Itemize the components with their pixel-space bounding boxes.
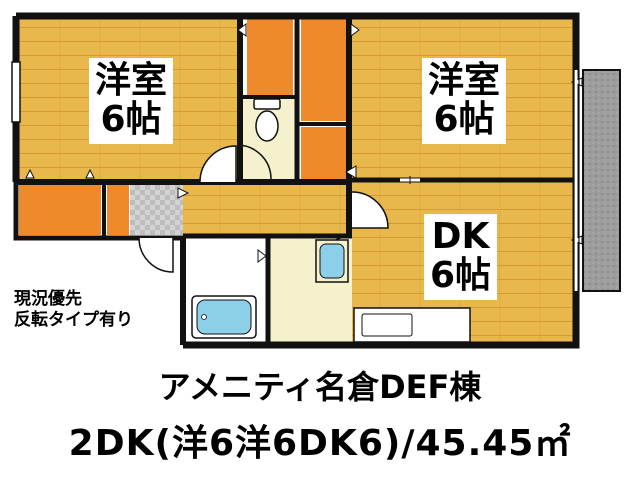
dk-door: [351, 191, 389, 229]
entrance-tile: [130, 185, 183, 235]
balcony: [582, 69, 621, 292]
closet-small: [107, 185, 129, 235]
toilet-fixture: [253, 98, 281, 142]
building-name: アメニティ名倉DEF棟: [158, 368, 482, 406]
west-window: [11, 61, 21, 123]
hallway-floor: [183, 180, 352, 236]
closet-west-lower: [19, 185, 101, 235]
unit-summary: 2DK(洋6洋6DK6)/45.45㎡: [68, 423, 572, 464]
closet-lower-outline: [13, 182, 183, 241]
west-room-name: 洋室: [95, 60, 168, 101]
bathtub: [191, 295, 257, 339]
west-room-size: 6帖: [100, 98, 162, 140]
closet-center-lower: [301, 127, 346, 180]
dk-room-name: DK: [431, 216, 490, 257]
east-room-name: 洋室: [428, 60, 501, 101]
west-room-label: 洋室 6帖: [89, 58, 174, 144]
closet-center-left: [247, 19, 293, 97]
east-room-label: 洋室 6帖: [422, 58, 507, 144]
kitchen-counter: [353, 307, 471, 343]
plan-note-line2: 反転タイプ有り: [14, 310, 133, 331]
washbasin: [315, 239, 349, 283]
plan-note: 現況優先 反転タイプ有り: [14, 289, 133, 332]
plan-note-line1: 現況優先: [14, 289, 82, 309]
dk-room-size: 6帖: [430, 254, 492, 296]
dk-room-label: DK 6帖: [424, 214, 498, 300]
east-room-size: 6帖: [433, 98, 495, 140]
closet-center-right: [301, 19, 346, 121]
toilet-door: [236, 144, 272, 180]
entrance-door: [138, 237, 174, 273]
west-room-door: [199, 145, 237, 183]
